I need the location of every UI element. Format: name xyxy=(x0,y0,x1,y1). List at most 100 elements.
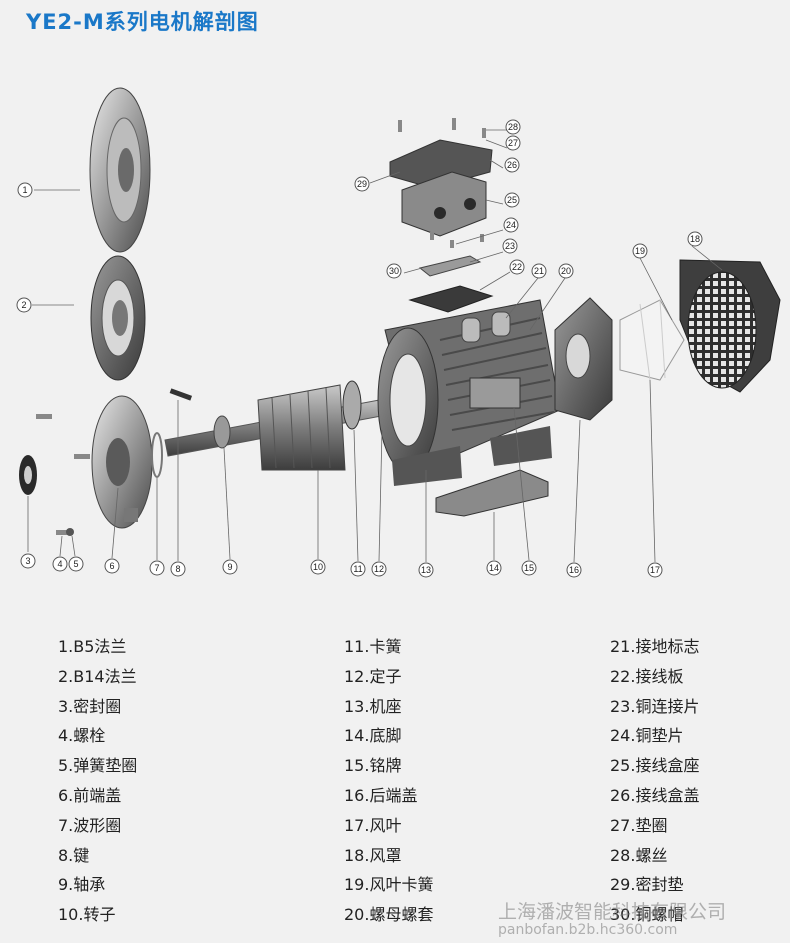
svg-text:25: 25 xyxy=(507,195,517,205)
part-label: 5.弹簧垫圈 xyxy=(58,756,138,776)
fan-part xyxy=(619,299,685,381)
part-label: 16.后端盖 xyxy=(344,785,418,805)
svg-text:12: 12 xyxy=(374,564,384,574)
part-label: 28.螺丝 xyxy=(610,845,668,865)
part-label: 18.风罩 xyxy=(344,845,402,865)
svg-text:20: 20 xyxy=(561,266,571,276)
part-label: 14.底脚 xyxy=(344,726,402,746)
svg-text:17: 17 xyxy=(650,565,660,575)
diagram-title: YE2-M系列电机解剖图 xyxy=(26,10,259,34)
callout-22: 22 xyxy=(509,259,525,275)
wave-washer-part xyxy=(151,432,163,478)
callout-10: 10 xyxy=(310,559,326,575)
svg-text:27: 27 xyxy=(508,138,518,148)
callout-8: 8 xyxy=(170,561,186,577)
callout-27: 27 xyxy=(505,135,521,151)
callout-6: 6 xyxy=(104,558,120,574)
part-label: 17.风叶 xyxy=(344,815,402,835)
part-label: 12.定子 xyxy=(344,666,402,686)
watermark-url: panbofan.b2b.hc360.com xyxy=(498,922,678,938)
callout-1: 1 xyxy=(17,182,33,198)
svg-text:16: 16 xyxy=(569,565,579,575)
svg-text:30: 30 xyxy=(389,266,399,276)
part-label: 9.轴承 xyxy=(58,875,106,895)
callout-12: 12 xyxy=(371,561,387,577)
svg-text:9: 9 xyxy=(227,562,232,572)
key-part xyxy=(169,388,193,401)
rotor-part xyxy=(164,380,393,471)
callout-3: 3 xyxy=(20,553,36,569)
part-label: 27.垫圈 xyxy=(610,815,668,835)
part-label: 1.B5法兰 xyxy=(58,637,127,656)
part-label: 13.机座 xyxy=(344,696,402,716)
part-label: 11.卡簧 xyxy=(344,637,402,656)
leader-lines xyxy=(27,129,723,563)
svg-text:29: 29 xyxy=(357,179,367,189)
svg-text:11: 11 xyxy=(353,564,362,574)
part-label: 24.铜垫片 xyxy=(610,726,684,746)
svg-text:13: 13 xyxy=(421,565,431,575)
callout-markers: 1 2 3 4 5 6 7 8 9 10 11 12 13 14 15 16 1… xyxy=(16,119,703,578)
callout-17: 17 xyxy=(647,562,663,578)
svg-text:21: 21 xyxy=(534,266,544,276)
svg-text:1: 1 xyxy=(22,185,27,195)
part-label: 10.转子 xyxy=(58,905,116,925)
part-label: 6.前端盖 xyxy=(58,785,122,805)
part-label: 8.键 xyxy=(58,845,90,865)
callout-19: 19 xyxy=(632,243,648,259)
part-label: 26.接线盒盖 xyxy=(610,785,700,805)
terminal-box-part xyxy=(389,118,494,313)
part-label: 23.铜连接片 xyxy=(610,696,700,716)
svg-text:7: 7 xyxy=(154,563,159,573)
callout-30: 30 xyxy=(386,263,402,279)
seal-ring-part xyxy=(19,455,37,495)
parts-legend-column-2: 11.卡簧 12.定子 13.机座 14.底脚 15.铭牌 16.后端盖 17.… xyxy=(344,632,433,930)
front-end-cover-part xyxy=(91,395,153,529)
part-label: 22.接线板 xyxy=(610,666,684,686)
callout-13: 13 xyxy=(418,562,434,578)
svg-text:24: 24 xyxy=(506,220,516,230)
callout-29: 29 xyxy=(354,176,370,192)
part-label: 4.螺栓 xyxy=(58,726,106,746)
svg-text:3: 3 xyxy=(25,556,30,566)
bolts-part xyxy=(36,414,90,536)
svg-text:15: 15 xyxy=(524,563,534,573)
callout-2: 2 xyxy=(16,297,32,313)
svg-text:28: 28 xyxy=(508,122,518,132)
part-label: 3.密封圈 xyxy=(58,696,122,716)
svg-text:18: 18 xyxy=(690,234,700,244)
svg-text:14: 14 xyxy=(489,563,499,573)
callout-26: 26 xyxy=(504,157,520,173)
svg-text:26: 26 xyxy=(507,160,517,170)
part-label: 2.B14法兰 xyxy=(58,666,137,686)
part-label: 30.铜螺帽 xyxy=(610,905,684,925)
callout-14: 14 xyxy=(486,560,502,576)
svg-text:19: 19 xyxy=(635,246,645,256)
motor-frame-part xyxy=(377,299,561,486)
callout-23: 23 xyxy=(502,238,518,254)
parts-legend-column-1: 1.B5法兰 2.B14法兰 3.密封圈 4.螺栓 5.弹簧垫圈 6.前端盖 7… xyxy=(58,632,137,930)
callout-20: 20 xyxy=(558,263,574,279)
callout-25: 25 xyxy=(504,192,520,208)
b5-flange-part xyxy=(89,87,151,253)
parts-legend-column-3: 21.接地标志 22.接线板 23.铜连接片 24.铜垫片 25.接线盒座 26… xyxy=(610,632,699,930)
svg-text:5: 5 xyxy=(73,559,78,569)
b14-flange-part xyxy=(90,255,146,381)
part-label: 7.波形圈 xyxy=(58,815,122,835)
part-label: 25.接线盒座 xyxy=(610,756,700,776)
part-label: 21.接地标志 xyxy=(610,637,700,656)
callout-18: 18 xyxy=(687,231,703,247)
part-label: 15.铭牌 xyxy=(344,756,402,776)
callout-11: 11 xyxy=(350,561,366,577)
part-label: 19.风叶卡簧 xyxy=(344,875,434,895)
callout-15: 15 xyxy=(521,560,537,576)
svg-text:8: 8 xyxy=(175,564,180,574)
fan-cover-part xyxy=(679,259,781,393)
callout-21: 21 xyxy=(531,263,547,279)
svg-text:10: 10 xyxy=(313,562,323,572)
callout-9: 9 xyxy=(222,559,238,575)
callout-28: 28 xyxy=(505,119,521,135)
callout-7: 7 xyxy=(149,560,165,576)
part-label: 29.密封垫 xyxy=(610,875,684,895)
